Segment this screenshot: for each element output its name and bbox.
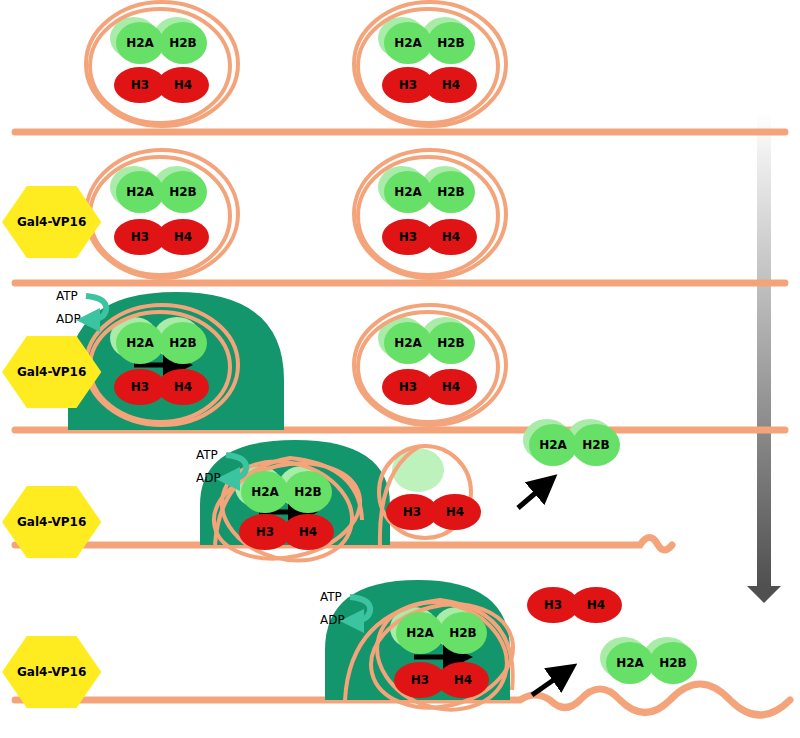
histone: H4	[425, 67, 477, 103]
histone: H2B	[159, 322, 207, 364]
histone-label: H4	[442, 78, 460, 92]
atp-hydrolysis-arrow	[86, 296, 370, 621]
histone-label: H3	[399, 380, 417, 394]
energy-label: ADP	[56, 312, 81, 326]
histone-label: H3	[399, 230, 417, 244]
histone-label: H2B	[582, 438, 610, 452]
histone-label: H2A	[126, 36, 154, 50]
histone-label: H4	[174, 78, 192, 92]
histone: H4	[570, 587, 622, 623]
histone-label: H4	[174, 380, 192, 394]
energy-label: ATP	[320, 590, 342, 604]
progress-arrowhead	[747, 586, 781, 603]
energy-label: ATP	[56, 289, 78, 303]
histone-label: H4	[446, 505, 464, 519]
histone-label: H3	[403, 505, 421, 519]
histone: H4	[282, 514, 334, 550]
histone-label: H2A	[406, 626, 434, 640]
histone: H2A	[384, 322, 432, 364]
histone: H2A	[116, 171, 164, 213]
histone: H4	[429, 494, 481, 530]
histone: H2B	[159, 22, 207, 64]
histone-label: H3	[399, 78, 417, 92]
histone: H2B	[159, 171, 207, 213]
histone-label: H2B	[437, 36, 465, 50]
histone: H2B	[427, 322, 475, 364]
histone-label: H2B	[169, 336, 197, 350]
histone-label: H3	[411, 673, 429, 687]
histone: H2A	[384, 171, 432, 213]
histone: H4	[157, 67, 209, 103]
activator-label: Gal4-VP16	[17, 365, 86, 379]
histone: H2A	[241, 471, 289, 513]
histone-label: H2A	[539, 438, 567, 452]
histone-label: H4	[442, 230, 460, 244]
histone-label: H4	[174, 230, 192, 244]
histone-label: H3	[131, 380, 149, 394]
dna	[15, 132, 790, 715]
histone-label: H4	[587, 598, 605, 612]
histone: H4	[157, 369, 209, 405]
histone-label: H2B	[169, 36, 197, 50]
histone: H2B	[284, 471, 332, 513]
histone-label: H2A	[394, 185, 422, 199]
histone-label: H2A	[251, 485, 279, 499]
histone: H2B	[572, 424, 620, 466]
histone: H2B	[439, 612, 487, 654]
histone-label: H2B	[294, 485, 322, 499]
histone-label: H3	[544, 598, 562, 612]
histone-label: H2A	[126, 336, 154, 350]
progress-arrow	[757, 112, 771, 586]
activator-hexagon: Gal4-VP16	[2, 636, 101, 708]
energy-label: ADP	[196, 471, 221, 485]
histone-label: H4	[442, 380, 460, 394]
remodeler-complex	[68, 292, 510, 700]
histone: H2A	[116, 322, 164, 364]
histone-label: H2B	[437, 185, 465, 199]
activator-hexagon: Gal4-VP16	[2, 336, 101, 408]
histone-label: H2B	[169, 185, 197, 199]
movement-arrow	[134, 365, 565, 695]
histone: H2B	[427, 171, 475, 213]
histone: H2A	[384, 22, 432, 64]
histone-label: H2A	[394, 36, 422, 50]
activator-hexagon: Gal4-VP16	[2, 186, 101, 258]
activator-label: Gal4-VP16	[17, 515, 86, 529]
dna-wrap	[86, 2, 524, 726]
histone: H2A	[606, 642, 654, 684]
histone: H4	[437, 662, 489, 698]
histone: H2B	[649, 642, 697, 684]
histone: H4	[425, 369, 477, 405]
histone: H4	[425, 219, 477, 255]
histone-label: H2B	[449, 626, 477, 640]
histone-label: H4	[299, 525, 317, 539]
histone-label: H2B	[437, 336, 465, 350]
energy-label: ADP	[320, 613, 345, 627]
histone: H2A	[116, 22, 164, 64]
histone: H4	[157, 219, 209, 255]
histone-label: H4	[454, 673, 472, 687]
histone-label: H3	[256, 525, 274, 539]
histone-label: H2A	[126, 185, 154, 199]
histone-label: H2A	[394, 336, 422, 350]
histone-label: H2B	[659, 656, 687, 670]
activator-hexagon: Gal4-VP16	[2, 486, 101, 558]
histone-label: H3	[131, 230, 149, 244]
histone-label: H2A	[616, 656, 644, 670]
histone-label: H3	[131, 78, 149, 92]
histone: H2B	[427, 22, 475, 64]
activator-label: Gal4-VP16	[17, 665, 86, 679]
histone: H2A	[396, 612, 444, 654]
activator-label: Gal4-VP16	[17, 215, 86, 229]
energy-label: ATP	[196, 448, 218, 462]
histone: H2A	[529, 424, 577, 466]
